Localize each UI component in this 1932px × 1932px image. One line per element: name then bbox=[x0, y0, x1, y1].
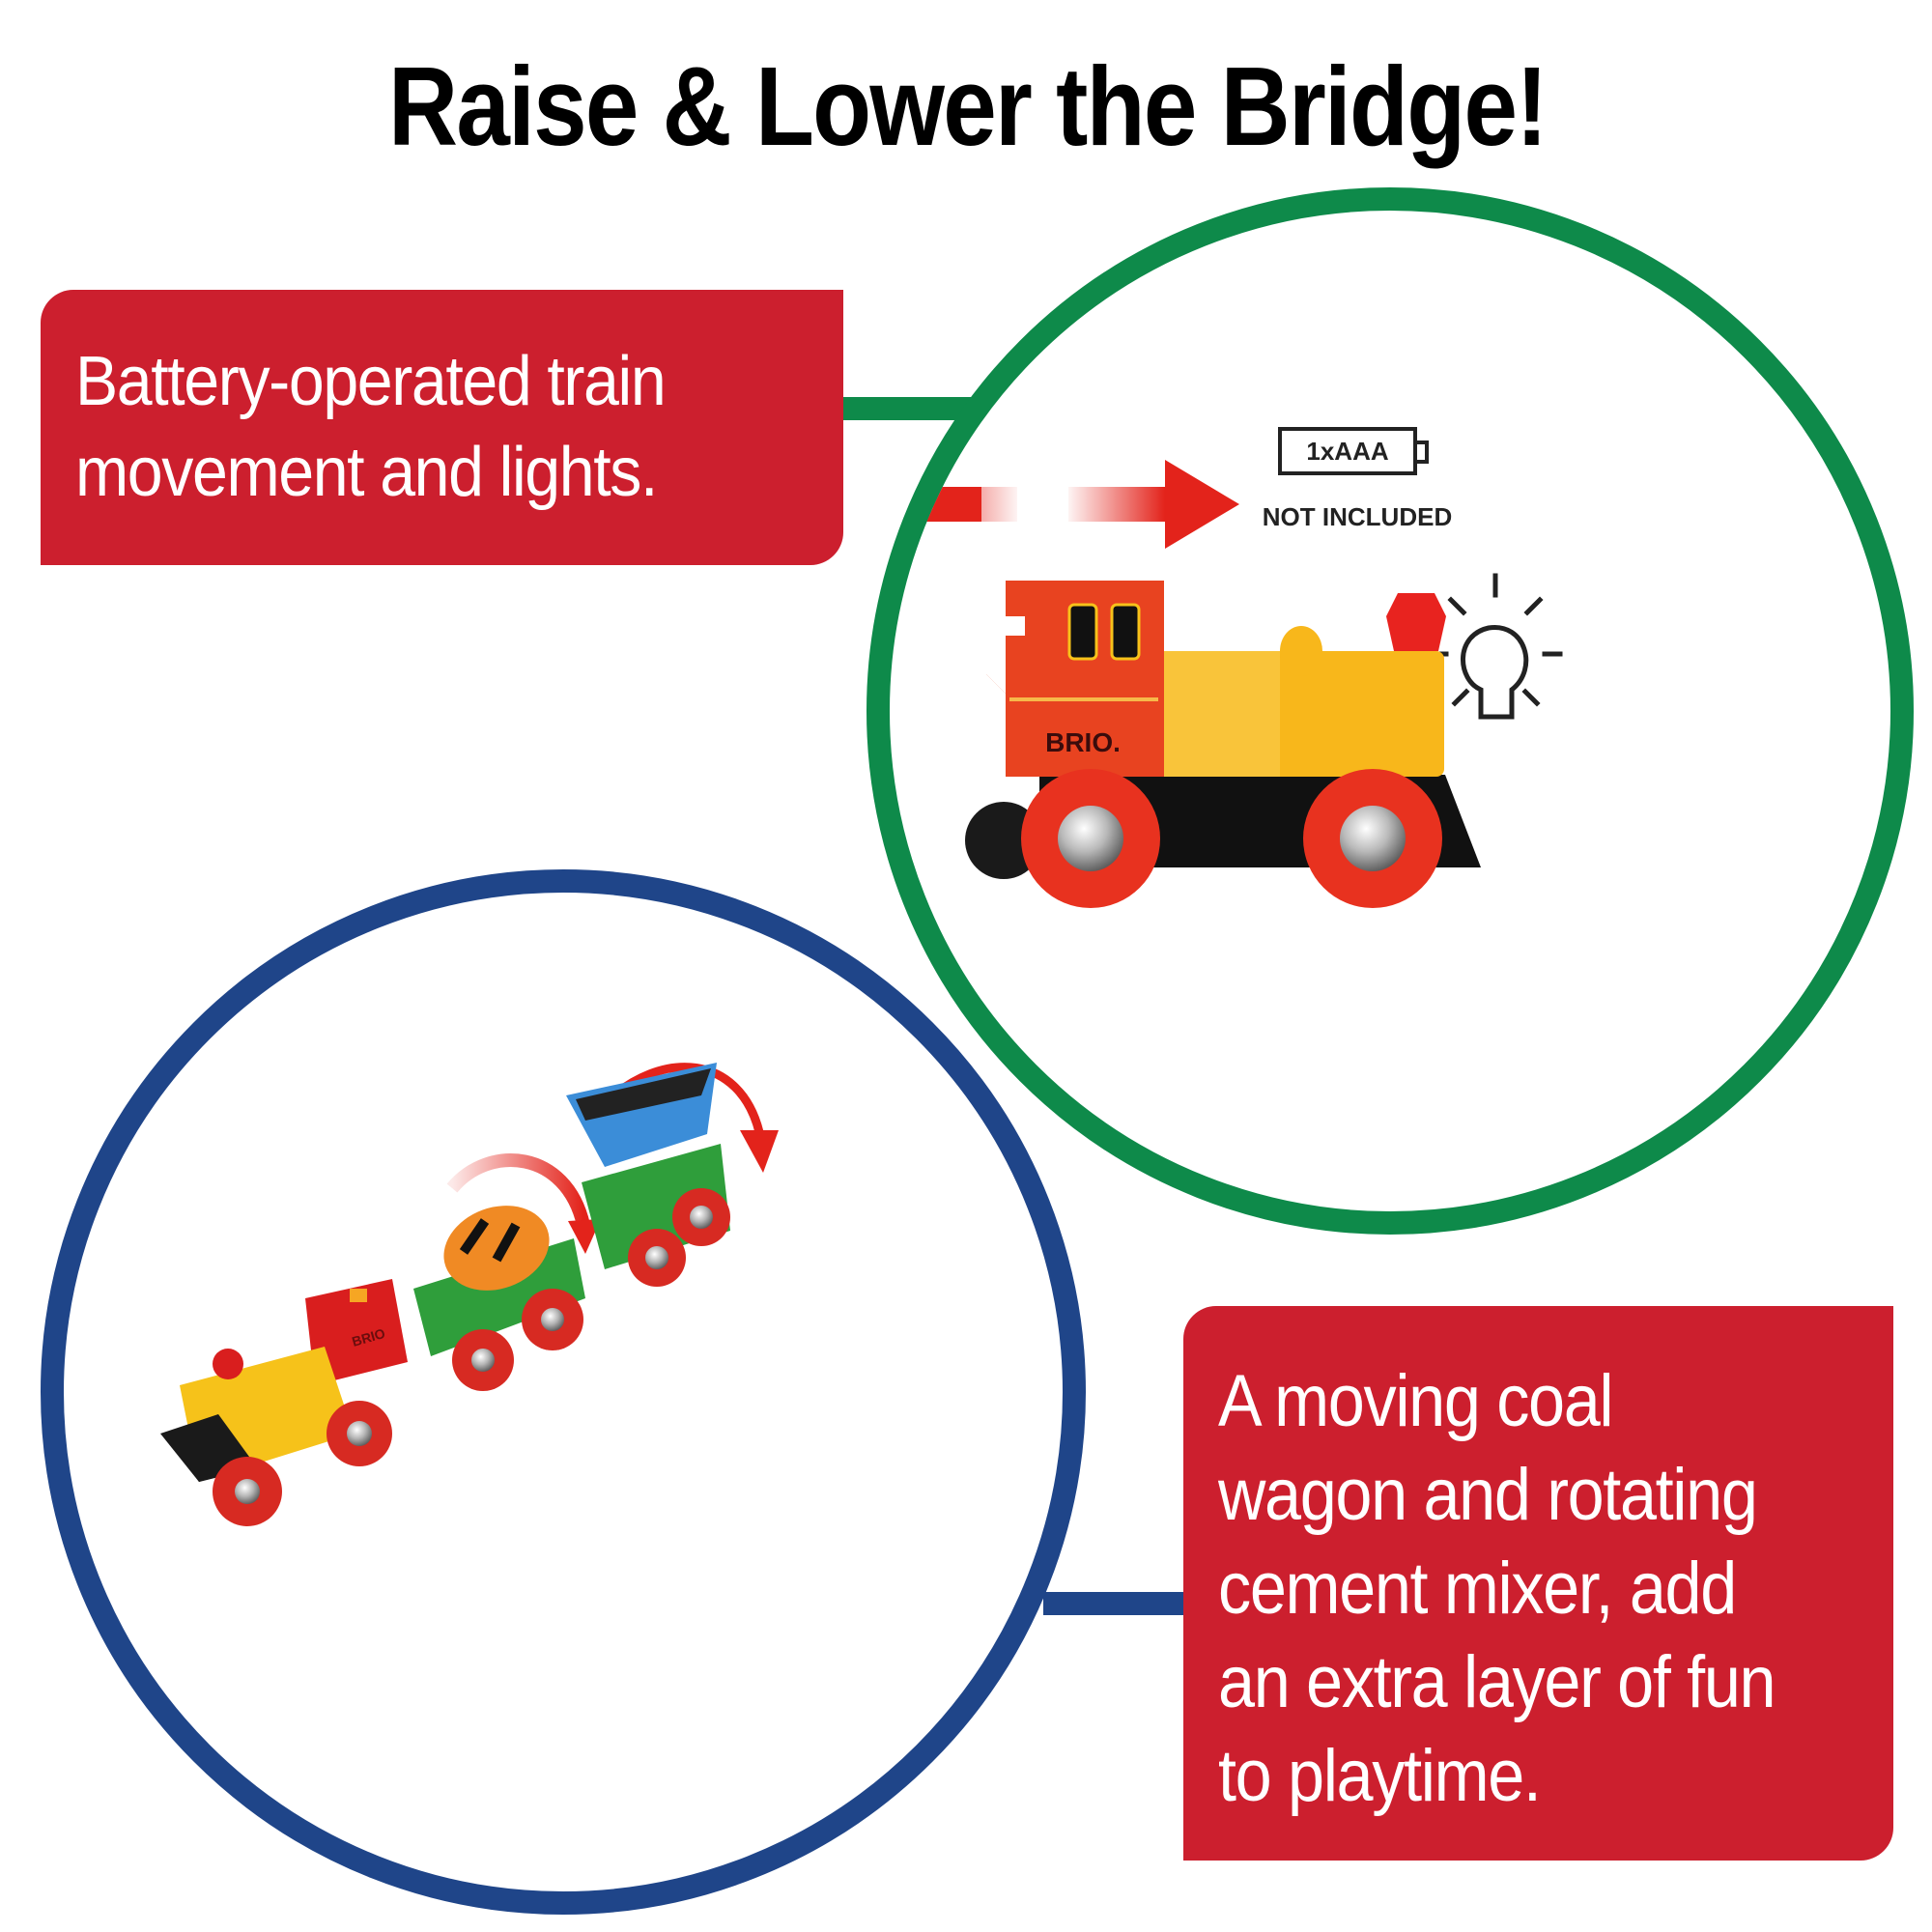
svg-text:1xAAA: 1xAAA bbox=[1306, 437, 1388, 466]
battery-icon: 1xAAA NOT INCLUDED bbox=[1263, 427, 1452, 531]
rotate-arrow-icon bbox=[446, 1153, 590, 1227]
callout-battery-operated: Battery-operated train movement and ligh… bbox=[41, 290, 843, 565]
train-set-illustration: BRIO bbox=[160, 1063, 779, 1526]
page-title: Raise & Lower the Bridge! bbox=[388, 43, 1548, 169]
svg-text:NOT INCLUDED: NOT INCLUDED bbox=[1263, 502, 1452, 531]
coal-wagon bbox=[566, 1063, 730, 1287]
locomotive-illustration: 1xAAA NOT INCLUDED BRIO. bbox=[890, 427, 1563, 908]
callout-text: Battery-operated train movement and ligh… bbox=[75, 343, 667, 511]
cement-mixer-wagon bbox=[413, 1206, 585, 1391]
callout-coal-wagon-mixer: A moving coal wagon and rotating cement … bbox=[1183, 1306, 1893, 1861]
svg-text:BRIO.: BRIO. bbox=[1045, 727, 1121, 757]
callout-text: A moving coal wagon and rotating cement … bbox=[1218, 1360, 1776, 1817]
locomotive: BRIO bbox=[160, 1279, 408, 1526]
brio-locomotive: BRIO. bbox=[965, 581, 1481, 908]
light-bulb-icon bbox=[1428, 573, 1563, 720]
train-set-image-panel: BRIO bbox=[41, 869, 1086, 1915]
double-arrow-icon bbox=[890, 460, 1239, 549]
blue-connector-line bbox=[1043, 1592, 1188, 1615]
